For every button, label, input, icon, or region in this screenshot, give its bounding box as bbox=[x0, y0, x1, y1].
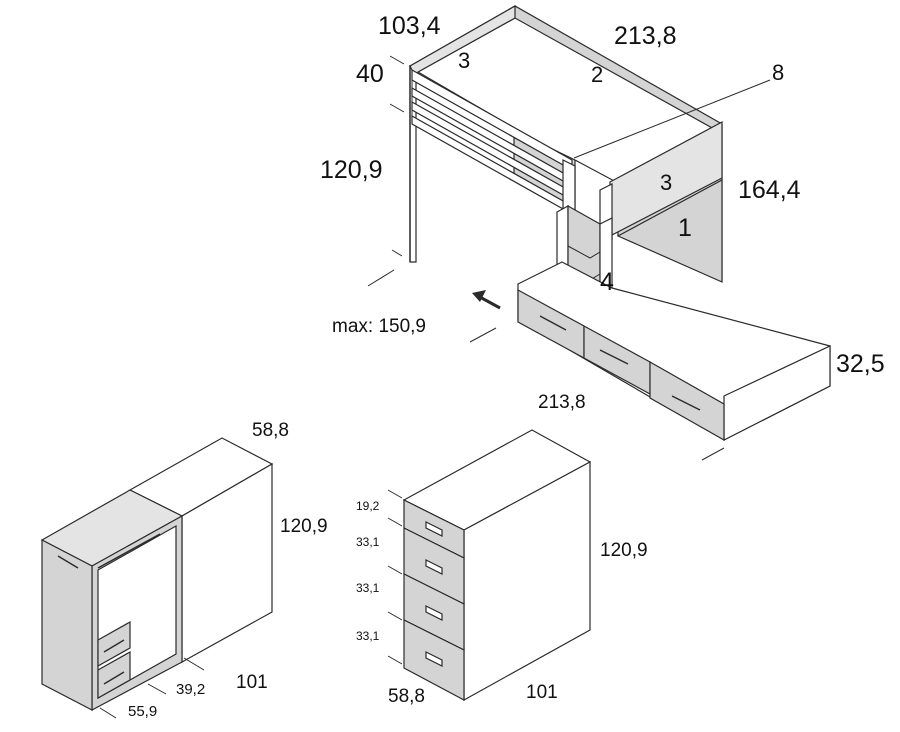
pointer-arrow-icon bbox=[472, 290, 501, 310]
part-4: 4 bbox=[600, 268, 614, 296]
side-panel bbox=[616, 178, 723, 283]
wardrobe-drawer-1 bbox=[97, 620, 131, 668]
chest-handle-2 bbox=[425, 559, 443, 575]
chest-handle-4 bbox=[425, 651, 443, 667]
part-2: 2 bbox=[591, 62, 603, 87]
chest-dim-height: 120,9 bbox=[600, 540, 648, 561]
dim-leg-height: 120,9 bbox=[320, 156, 383, 184]
dim-lower-height: 32,5 bbox=[836, 350, 885, 378]
chest-dim-depth: 58,8 bbox=[388, 686, 425, 707]
bunk-bed: 103,4 213,8 40 120,9 164,4 max: 150,9 21… bbox=[320, 4, 885, 461]
chest-of-drawers: 19,2 33,1 33,1 33,1 120,9 58,8 101 bbox=[356, 429, 648, 707]
wardrobe-dim-width: 101 bbox=[236, 672, 268, 693]
dim-lower-length: 213,8 bbox=[538, 392, 586, 413]
part-3-right: 3 bbox=[660, 170, 672, 195]
wardrobe-dim-module: 39,2 bbox=[176, 681, 205, 698]
leader-8 bbox=[573, 79, 771, 159]
dim-length-top: 213,8 bbox=[614, 22, 677, 50]
dim-depth-top: 103,4 bbox=[378, 12, 441, 40]
wardrobe-dim-open: 55,9 bbox=[128, 703, 157, 720]
chest-dim-width: 101 bbox=[526, 682, 558, 703]
dim-total-height: 164,4 bbox=[738, 176, 801, 204]
wardrobe-dim-depth: 58,8 bbox=[252, 420, 289, 441]
part-1: 1 bbox=[678, 214, 692, 242]
dim-guard-height: 40 bbox=[356, 60, 384, 88]
lower-bed-top bbox=[517, 261, 831, 441]
chest-dim-top-drawer: 19,2 bbox=[356, 499, 380, 513]
part-8: 8 bbox=[772, 60, 784, 85]
chest-dim-drawer-4: 33,1 bbox=[356, 629, 380, 643]
chest-dim-drawer-3: 33,1 bbox=[356, 581, 380, 595]
drawers bbox=[517, 288, 725, 442]
wardrobe-side-door bbox=[41, 539, 93, 711]
wardrobe-dim-height: 120,9 bbox=[280, 516, 328, 537]
wardrobe: 58,8 120,9 101 39,2 55,9 bbox=[40, 420, 328, 720]
wardrobe-drawer-2 bbox=[97, 650, 131, 700]
chest-dim-drawer-2: 33,1 bbox=[356, 535, 380, 549]
dim-max-reach: max: 150,9 bbox=[332, 316, 426, 337]
chest-handle-3 bbox=[425, 605, 443, 621]
part-3-left: 3 bbox=[458, 48, 470, 73]
chest-handle-1 bbox=[425, 521, 443, 537]
